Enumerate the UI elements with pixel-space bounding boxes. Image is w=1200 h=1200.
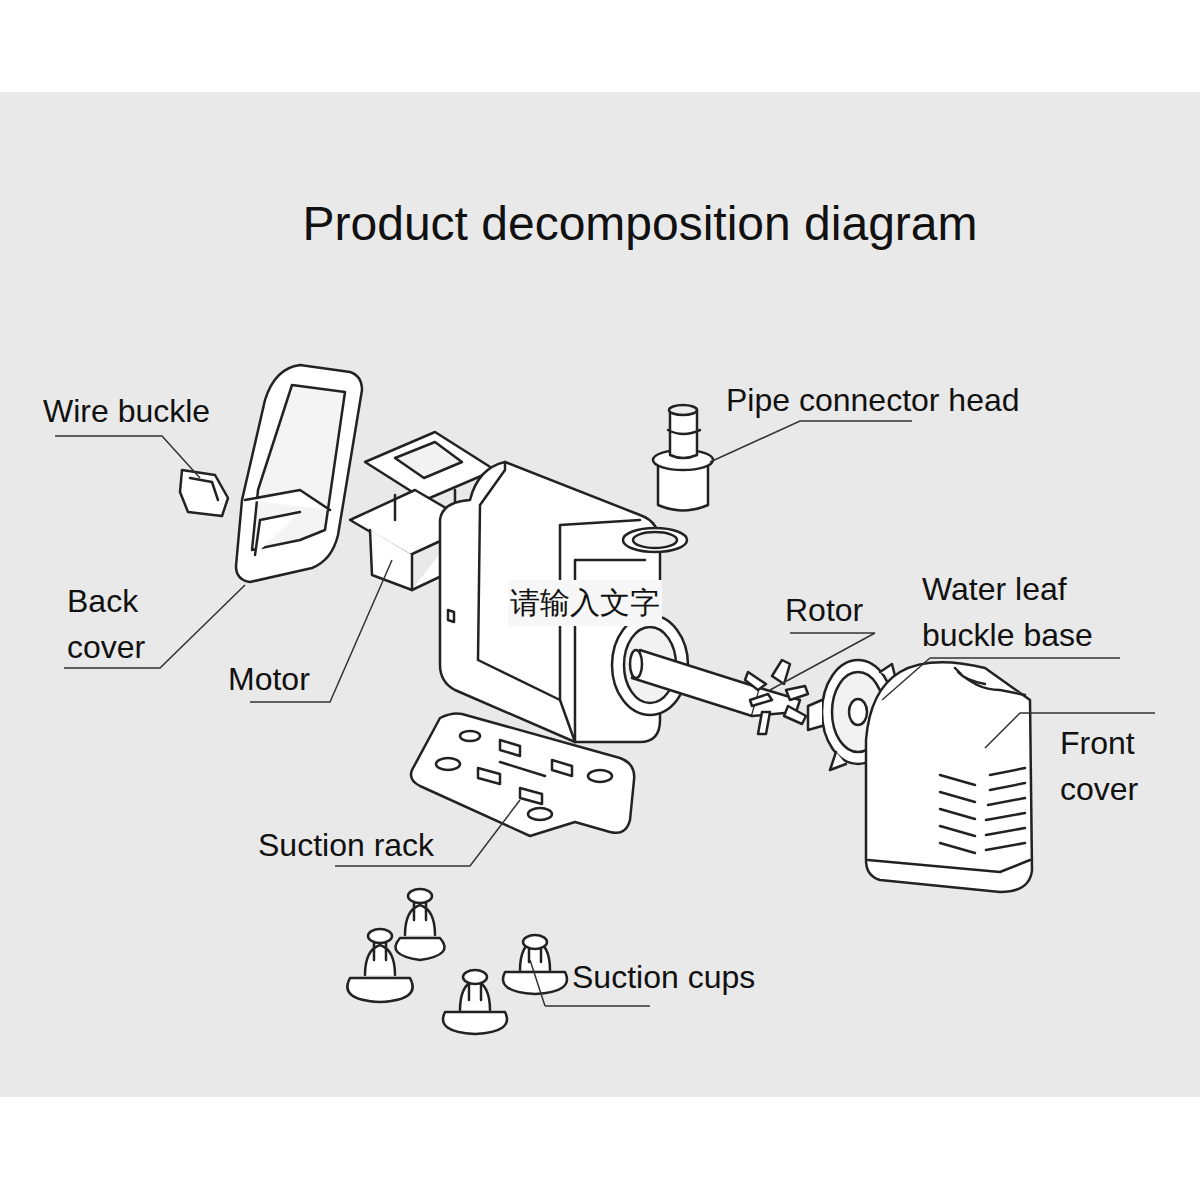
part-label: Water leaf buckle base	[922, 566, 1147, 658]
part-label: Rotor	[785, 587, 863, 633]
watermark-text: 请输入文字	[508, 580, 662, 626]
part-label: Pipe connector head	[726, 377, 1020, 423]
diagram-title: Product decomposition diagram	[0, 196, 1200, 251]
part-label: Suction rack	[258, 822, 434, 868]
part-label: Motor	[228, 656, 310, 702]
part-label: Back cover	[67, 578, 187, 670]
part-label: Wire buckle	[43, 388, 210, 434]
part-label: Suction cups	[572, 954, 755, 1000]
part-label: Front cover	[1060, 720, 1185, 812]
